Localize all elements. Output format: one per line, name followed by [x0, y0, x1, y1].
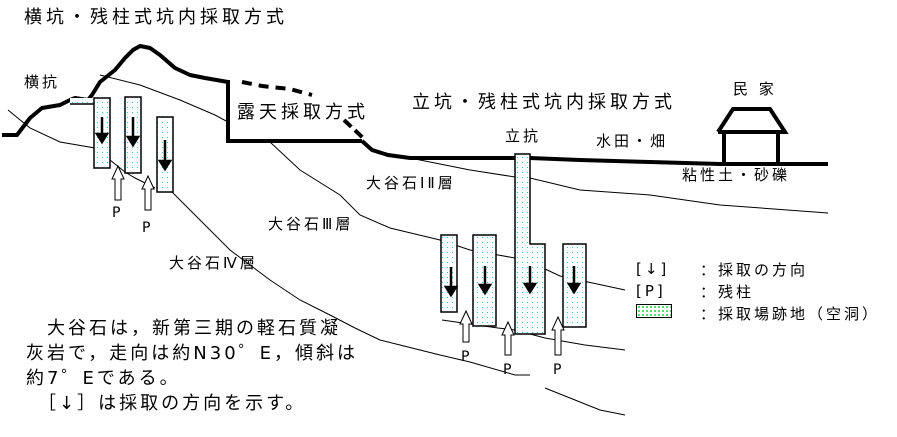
open-pit-original-slope [342, 118, 367, 142]
arrow-down-icon [94, 117, 110, 145]
open-pit-original-surface [241, 80, 313, 97]
legend-key-arrow: [↓] [636, 260, 670, 278]
arrow-down-icon [157, 140, 173, 172]
label-tatekou: 立抗 [505, 127, 542, 145]
legend-desc: ：採取場跡地（空洞） [700, 304, 881, 323]
legend-item-direction: [↓] ：採取の方向 [636, 258, 880, 280]
arrow-down-icon [477, 266, 493, 296]
note-line: 大谷石は，新第三期の軽石質凝 [26, 318, 341, 339]
note-line: ［↓］は採取の方向を示す。 [26, 393, 307, 414]
label-layer-1-2: 大谷石ⅠⅡ層 [366, 174, 456, 192]
arrow-down-icon [522, 266, 538, 295]
title-tatekou-method: 立坑・残柱式坑内採取方式 [412, 92, 676, 113]
legend-desc: ：残柱 [700, 282, 755, 301]
cavity-rect [440, 234, 458, 313]
explanatory-note: 大谷石は，新第三期の軽石質凝 灰岩で，走向は約N30゜E，傾斜は 約7゜Eである… [26, 316, 358, 416]
legend-item-cavity: ：採取場跡地（空洞） [636, 302, 880, 324]
pillar-arrow-up-icon [501, 320, 515, 356]
stratum-line-topsoil-base [99, 74, 229, 123]
open-pit-outline [226, 80, 362, 143]
pillar-arrow-up-icon [111, 164, 125, 201]
title-open-pit-method: 露天採取方式 [237, 102, 369, 123]
label-house: 民 家 [733, 80, 777, 98]
stratum-line-layer3-base [171, 191, 530, 376]
house-icon [716, 107, 789, 162]
label-layer-3: 大谷石Ⅲ層 [268, 215, 354, 233]
note-line: 約7゜Eである。 [26, 368, 181, 389]
pillar-label: P [142, 220, 151, 236]
legend-desc: ：採取の方向 [700, 260, 809, 279]
mining-direction-arrows [94, 117, 582, 298]
cavity-swatch-icon [636, 304, 672, 318]
label-yokokou: 横抗 [24, 73, 61, 91]
note-line: 灰岩で，走向は約N30゜E，傾斜は [26, 343, 359, 364]
label-layer-4: 大谷石Ⅳ層 [169, 254, 258, 272]
pillar-arrow-up-icon [141, 174, 155, 211]
label-surface-soil: 粘性土・砂礫 [682, 166, 791, 184]
title-yokokou-method: 横坑・残柱式坑内採取方式 [24, 7, 288, 28]
legend-item-pillar: [P] ：残柱 [636, 280, 880, 302]
pillar-label: P [112, 205, 121, 221]
ground-surface-left [2, 44, 229, 137]
stratum-line-topsoil-base-right [409, 157, 829, 214]
arrow-down-icon [566, 266, 582, 295]
ground-surface-right [360, 139, 828, 166]
pillar-label: P [553, 362, 562, 378]
legend: [↓] ：採取の方向 [P] ：残柱 ：採取場跡地（空洞） [636, 258, 880, 324]
label-paddy-field: 水田・畑 [596, 132, 669, 150]
pillar-label: P [503, 362, 512, 378]
stratum-line-layer3-base-right [544, 387, 626, 416]
pillar-arrow-up-icon [551, 315, 565, 356]
cavity-shaft [514, 153, 546, 335]
pillar-arrows [111, 164, 565, 356]
legend-key-p: [P] [636, 282, 666, 300]
arrow-down-icon [443, 267, 459, 298]
pillar-arrow-up-icon [459, 309, 473, 343]
pillar-label: P [461, 349, 470, 365]
arrow-down-icon [125, 117, 141, 148]
